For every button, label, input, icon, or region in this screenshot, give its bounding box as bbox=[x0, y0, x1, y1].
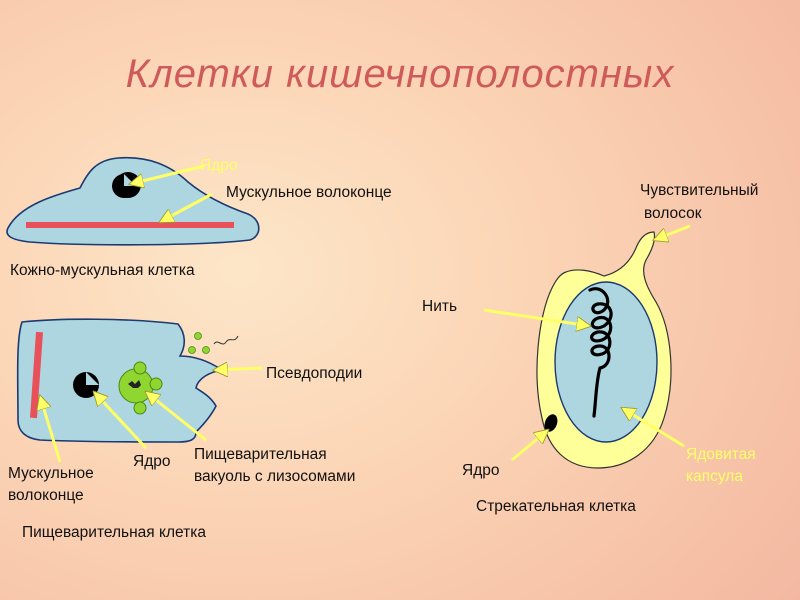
label-digestive-vacuole-1: Пищеварительная bbox=[194, 446, 327, 463]
page-title: Клетки кишечнополостных bbox=[125, 52, 675, 96]
label-sensitive-hair-1: Чувствительный bbox=[640, 182, 759, 199]
digestive-cell-drawing bbox=[16, 318, 239, 443]
label-digestive-vacuole-2: вакуоль с лизосомами bbox=[194, 468, 356, 485]
pseudopodia-particles bbox=[188, 332, 239, 354]
label-nucleus-top: Ядро bbox=[200, 157, 238, 174]
muscle-fiber-bottom bbox=[30, 331, 43, 419]
label-digestive-cell: Пищеварительная клетка bbox=[22, 524, 206, 541]
stinging-cell-drawing bbox=[536, 231, 672, 469]
label-sensitive-hair-2: волосок bbox=[644, 205, 702, 222]
label-muscle-fiber-bottom-2: волоконце bbox=[8, 487, 84, 504]
label-skin-muscle-cell: Кожно-мускульная клетка bbox=[10, 262, 195, 279]
label-nucleus-digestive: Ядро bbox=[133, 453, 171, 470]
label-pseudopodia: Псевдоподии bbox=[266, 365, 363, 382]
label-stinging-cell: Стрекательная клетка bbox=[476, 498, 636, 515]
label-poison-capsule-2: капсула bbox=[686, 468, 743, 485]
thread-coil bbox=[588, 287, 613, 418]
label-muscle-fiber-top: Мускульное волоконце bbox=[226, 184, 392, 201]
label-thread: Нить bbox=[422, 298, 458, 315]
label-poison-capsule-1: Ядовитая bbox=[686, 446, 756, 463]
muscle-fiber-top bbox=[26, 222, 234, 228]
label-nucleus-stinging: Ядро bbox=[462, 462, 500, 479]
label-muscle-fiber-bottom-1: Мускульное bbox=[8, 465, 94, 482]
label-arrows bbox=[40, 164, 691, 463]
nucleus-stinging-dot bbox=[544, 414, 558, 432]
